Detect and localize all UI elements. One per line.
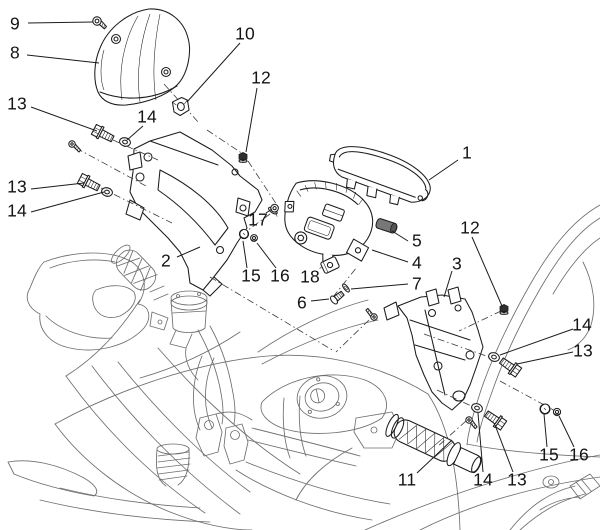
left-bracket-drawing (125, 131, 263, 297)
callout-part-14b: 14 (7, 200, 27, 221)
windscreen-drawing (94, 8, 191, 106)
callout-part-8: 8 (10, 42, 20, 63)
nut-drawing-12a (238, 152, 248, 163)
callout-part-13d: 13 (507, 469, 527, 490)
callout-part-15b: 15 (539, 444, 559, 465)
callout-part-16: 16 (270, 265, 290, 286)
right-bracket-drawing (383, 286, 484, 411)
bolt-drawing-13b (76, 172, 101, 192)
callout-part-12b: 12 (460, 217, 480, 238)
callout-part-1: 1 (462, 142, 472, 163)
assembly-axis-lines (75, 83, 560, 448)
small-screw-drawing-b (465, 416, 478, 430)
bolt-drawing-13d (483, 410, 508, 431)
washer-drawing-7 (342, 283, 350, 293)
leader-lines (26, 21, 575, 474)
callout-part-5: 5 (412, 230, 422, 251)
callout-part-14c: 14 (572, 314, 592, 335)
callout-part-17: 17 (248, 209, 268, 230)
callout-part-13c: 13 (573, 340, 593, 361)
washer-drawing-14d (471, 403, 483, 413)
capnut-drawing-15a (238, 228, 250, 240)
callout-part-9: 9 (10, 13, 20, 34)
small-screw-drawing-c (365, 307, 378, 321)
callout-part-7: 7 (412, 273, 422, 294)
screw-drawing-6 (329, 290, 345, 305)
capnut-drawing-15b (539, 403, 551, 415)
nut-drawing-16b (552, 407, 562, 417)
callout-part-6: 6 (297, 292, 307, 313)
cluster-rear-housing-drawing (284, 180, 374, 264)
clip-drawing-18 (319, 256, 340, 274)
small-screw-drawing-a (68, 140, 82, 153)
motorcycle-background-drawing (7, 204, 600, 530)
callout-part-13b: 13 (7, 176, 27, 197)
callout-part-13: 13 (7, 93, 27, 114)
callout-part-14: 14 (137, 106, 157, 127)
screw-drawing-17 (268, 203, 279, 217)
callout-part-2: 2 (161, 250, 171, 271)
callout-part-10: 10 (235, 23, 255, 44)
callout-part-18: 18 (300, 266, 320, 287)
callout-part-15: 15 (241, 265, 261, 286)
windscreen-screw-drawing (92, 16, 108, 30)
nut-drawing-16a (250, 234, 258, 242)
instrument-cluster-drawing (328, 146, 431, 206)
callout-part-14d: 14 (473, 469, 493, 490)
bolt-drawing-13c (498, 357, 523, 378)
nut-drawing-12b (499, 304, 509, 315)
washer-drawing-14c (488, 352, 500, 362)
callout-part-4: 4 (412, 252, 422, 273)
callout-part-11: 11 (397, 469, 417, 490)
bushing-drawing-5 (375, 218, 398, 234)
bolt-drawing-13a (90, 123, 115, 143)
callout-part-12: 12 (251, 67, 271, 88)
callout-part-16b: 16 (569, 444, 589, 465)
clamp-drawing (171, 97, 190, 117)
washer-drawing-14b (101, 187, 113, 197)
callout-part-3: 3 (452, 253, 462, 274)
